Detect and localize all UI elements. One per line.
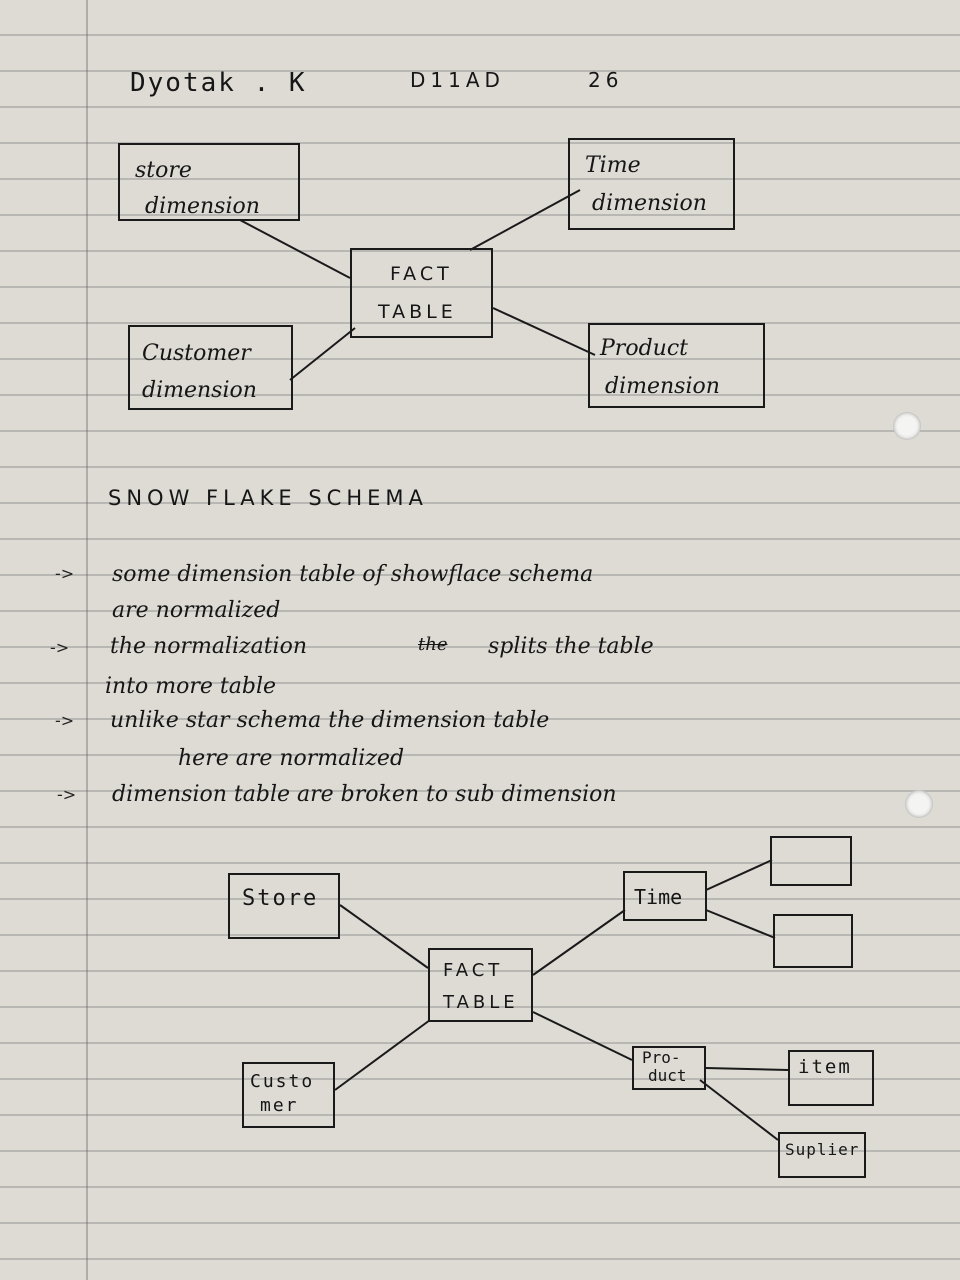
fact-table-box-2 bbox=[428, 948, 533, 1022]
student-name: Dyotak . K bbox=[130, 68, 307, 98]
fact-table-label-2: FACT bbox=[443, 960, 504, 981]
customer-dimension-label: dimension bbox=[142, 378, 257, 403]
product-box bbox=[632, 1046, 706, 1090]
note-line: dimension table are broken to sub dimens… bbox=[112, 782, 617, 807]
connector-time-sub2 bbox=[705, 909, 776, 939]
roll-number: 26 bbox=[588, 68, 624, 92]
connector-time-fact-2 bbox=[532, 909, 626, 976]
bullet-arrow: -> bbox=[50, 638, 70, 657]
product-label: duct bbox=[648, 1066, 687, 1085]
connector-time-fact bbox=[469, 189, 581, 251]
class-label: D11AD bbox=[410, 68, 505, 92]
note-line: splits the table bbox=[488, 634, 654, 659]
time-dimension-label: dimension bbox=[592, 191, 707, 216]
note-line: some dimension table of showflace schema bbox=[112, 562, 594, 587]
time-subdimension-box-1 bbox=[770, 836, 852, 886]
binder-hole bbox=[893, 412, 921, 440]
bullet-arrow: -> bbox=[55, 564, 75, 583]
note-line: into more table bbox=[105, 674, 277, 699]
fact-table-label: TABLE bbox=[378, 301, 457, 323]
customer-label: Custo bbox=[250, 1071, 315, 1092]
connector-store-fact bbox=[239, 219, 351, 279]
connector-customer-fact-2 bbox=[334, 1019, 431, 1091]
supplier-label: Suplier bbox=[785, 1140, 860, 1159]
store-dimension-box bbox=[118, 143, 300, 221]
bullet-arrow: -> bbox=[55, 711, 75, 730]
supplier-box bbox=[778, 1132, 866, 1178]
product-label: Pro- bbox=[642, 1048, 681, 1067]
customer-box bbox=[242, 1062, 335, 1128]
time-dimension-label: Time bbox=[585, 153, 641, 178]
store-label: Store bbox=[242, 886, 319, 911]
time-subdimension-box-2 bbox=[773, 914, 853, 968]
binder-hole bbox=[905, 790, 933, 818]
note-line: the normalization bbox=[110, 634, 308, 659]
connector-customer-fact bbox=[289, 327, 356, 381]
note-line: unlike star schema the dimension table bbox=[110, 708, 550, 733]
connector-product-fact-2 bbox=[532, 1011, 633, 1061]
customer-dimension-box bbox=[128, 325, 293, 410]
connector-product-item bbox=[705, 1067, 789, 1071]
time-label: Time bbox=[634, 885, 683, 909]
struck-word: the bbox=[418, 634, 448, 655]
note-line: here are normalized bbox=[178, 746, 405, 771]
connector-time-sub1 bbox=[705, 859, 773, 891]
time-box bbox=[623, 871, 707, 921]
item-box bbox=[788, 1050, 874, 1106]
customer-label: mer bbox=[260, 1095, 299, 1116]
store-dimension-label: store bbox=[135, 158, 192, 183]
customer-dimension-label: Customer bbox=[142, 341, 251, 366]
fact-table-label-2: TABLE bbox=[443, 992, 519, 1013]
margin-line bbox=[86, 0, 88, 1280]
product-dimension-label: dimension bbox=[605, 374, 720, 399]
product-dimension-box bbox=[588, 323, 765, 408]
fact-table-box bbox=[350, 248, 493, 338]
fact-table-label: FACT bbox=[390, 263, 453, 285]
connector-product-supplier bbox=[699, 1079, 779, 1141]
store-box bbox=[228, 873, 340, 939]
item-label: item bbox=[798, 1056, 852, 1078]
product-dimension-label: Product bbox=[600, 336, 688, 361]
note-line: are normalized bbox=[112, 598, 281, 623]
store-dimension-label: dimension bbox=[145, 194, 260, 219]
bullet-arrow: -> bbox=[57, 785, 77, 804]
section-title: SNOW FLAKE SCHEMA bbox=[108, 486, 428, 510]
connector-product-fact bbox=[492, 307, 596, 356]
time-dimension-box bbox=[568, 138, 735, 230]
connector-store-fact-2 bbox=[339, 904, 429, 969]
